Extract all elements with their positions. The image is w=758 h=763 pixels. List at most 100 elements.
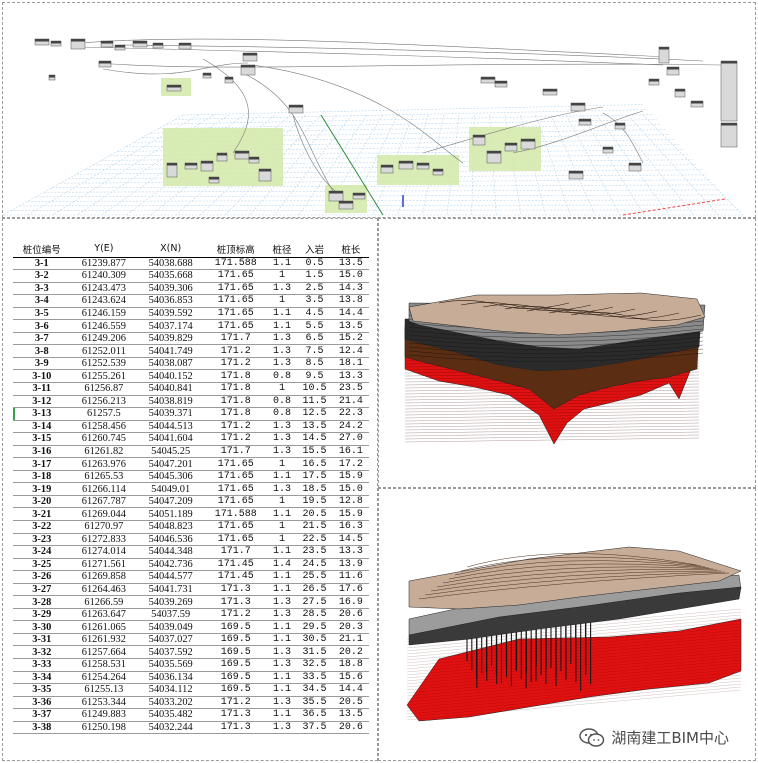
hatch-line <box>406 641 742 673</box>
cell-x: 54045.25 <box>137 445 205 459</box>
graph-node-header <box>481 77 495 80</box>
cell-length: 12.8 <box>332 495 369 509</box>
cell-top-elev: 171.65 <box>204 533 268 547</box>
cell-pile-id: 3-22 <box>13 520 71 534</box>
cell-rock-socket: 31.5 <box>296 645 333 659</box>
hatch-line <box>406 671 742 703</box>
cell-y: 61250.198 <box>70 721 138 735</box>
cell-length: 13.8 <box>332 294 369 308</box>
cell-rock-socket: 32.5 <box>296 658 333 672</box>
cell-diameter: 1.1 <box>267 570 297 584</box>
cell-diameter: 1 <box>267 294 297 308</box>
cell-diameter: 1.1 <box>267 470 297 484</box>
graph-node-header <box>339 201 353 204</box>
cell-top-elev: 171.3 <box>204 708 268 722</box>
geology-model-view-2[interactable]: 湖南建工BIM中心 <box>378 488 756 761</box>
cell-top-elev: 171.65 <box>204 319 268 333</box>
cell-y: 61258.531 <box>70 658 138 672</box>
cell-top-elev: 171.2 <box>204 344 268 358</box>
node-graph-svg <box>3 38 744 216</box>
cell-diameter: 1.3 <box>267 482 297 496</box>
cell-diameter: 1 <box>267 520 297 534</box>
geology-model-view-1[interactable] <box>378 218 756 488</box>
cell-pile-id: 3-31 <box>13 633 71 647</box>
header-pile-id: 桩位编号 <box>13 241 71 258</box>
hatch-line <box>406 626 742 658</box>
cell-y: 61261.065 <box>70 620 138 634</box>
contour-line <box>408 352 704 362</box>
graph-node-header <box>99 61 111 64</box>
cell-x: 54037.59 <box>137 608 205 622</box>
cell-length: 18.1 <box>332 357 369 371</box>
cell-pile-id: 3-18 <box>13 470 71 484</box>
cell-pile-id: 3-21 <box>13 507 71 521</box>
graph-node-header <box>521 139 535 142</box>
header-diameter: 桩径 <box>267 241 297 258</box>
cell-x: 54046.536 <box>137 533 205 547</box>
terrain-surface <box>408 546 742 610</box>
cell-x: 54037.027 <box>137 633 205 647</box>
grid-line <box>566 114 620 216</box>
cell-x: 54044.513 <box>137 420 205 434</box>
cell-x: 54038.688 <box>137 257 205 271</box>
graph-node-header <box>495 81 507 84</box>
cell-diameter: 1.3 <box>267 608 297 622</box>
graph-node-header <box>203 73 211 76</box>
cell-length: 13.9 <box>332 558 369 572</box>
cell-length: 21.4 <box>332 395 369 409</box>
graph-node-header <box>399 161 413 164</box>
header-rock-socket: 入岩 <box>296 241 333 258</box>
graph-node-header <box>101 41 113 44</box>
cell-length: 20.6 <box>332 721 369 735</box>
node-graph-canvas[interactable] <box>2 2 756 218</box>
cell-top-elev: 169.5 <box>204 633 268 647</box>
cell-top-elev: 171.8 <box>204 369 268 383</box>
hatch-line <box>404 437 700 443</box>
cell-pile-id: 3-38 <box>13 721 71 735</box>
cell-length: 27.0 <box>332 432 369 446</box>
cell-pile-id: 3-28 <box>13 595 71 609</box>
graph-node-header <box>571 103 585 106</box>
graph-nodes[interactable] <box>34 38 738 210</box>
cell-pile-id: 3-11 <box>13 382 71 396</box>
graph-node-header <box>473 135 485 138</box>
